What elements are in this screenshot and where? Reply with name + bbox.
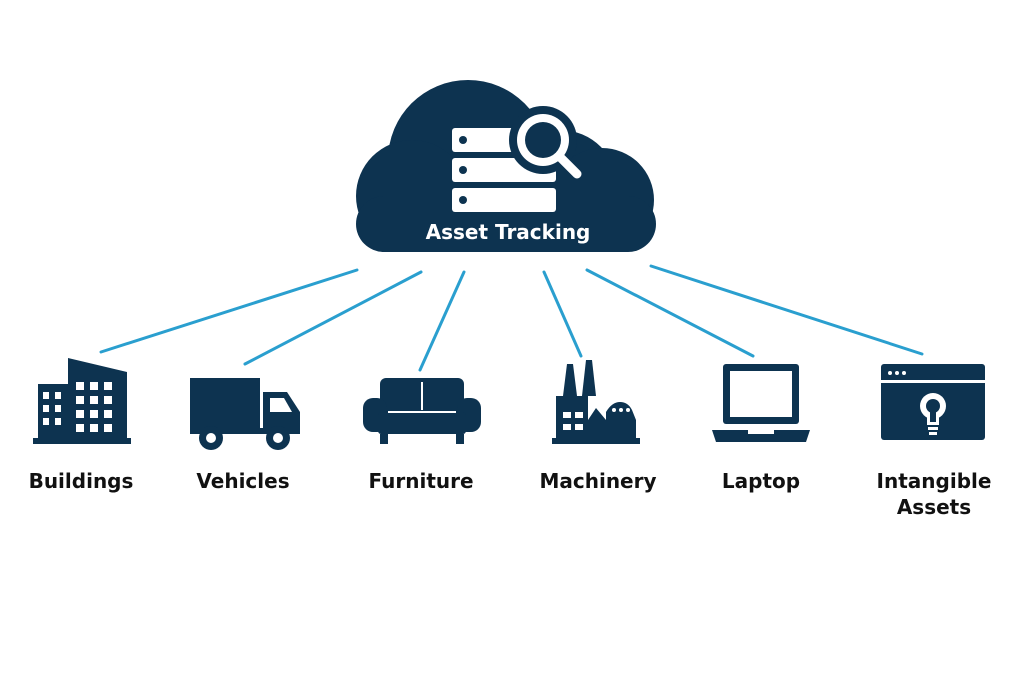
connector-machinery xyxy=(542,270,583,358)
buildings-icon xyxy=(33,358,131,444)
asset-label-intangible-line1: Intangible xyxy=(877,469,992,493)
asset-label-laptop: Laptop xyxy=(722,469,800,493)
asset-label-buildings: Buildings xyxy=(29,469,134,493)
asset-label-intangible-line2: Assets xyxy=(897,495,971,519)
truck-icon xyxy=(190,378,300,450)
hub-label: Asset Tracking xyxy=(426,220,591,244)
connector-intangible-assets xyxy=(649,264,924,356)
laptop-icon xyxy=(712,364,810,442)
sofa-icon xyxy=(363,378,481,444)
browser-lightbulb-icon xyxy=(881,364,985,440)
asset-intangible: Intangible Assets xyxy=(877,364,992,519)
asset-buildings: Buildings xyxy=(29,358,134,493)
asset-machinery: Machinery xyxy=(539,360,657,493)
factory-icon xyxy=(552,360,640,444)
lightbulb-icon xyxy=(920,393,946,435)
asset-laptop: Laptop xyxy=(712,364,810,493)
connector-furniture xyxy=(418,270,466,372)
asset-vehicles: Vehicles xyxy=(190,378,300,493)
magnifier-icon xyxy=(509,106,582,179)
connectors xyxy=(99,264,924,372)
asset-furniture: Furniture xyxy=(363,378,481,493)
asset-label-machinery: Machinery xyxy=(539,469,656,493)
cloud-hub: Asset Tracking xyxy=(356,80,656,252)
connector-vehicles xyxy=(243,270,423,366)
connector-laptop xyxy=(585,268,755,358)
connector-buildings xyxy=(99,268,359,354)
asset-label-vehicles: Vehicles xyxy=(196,469,289,493)
asset-label-furniture: Furniture xyxy=(368,469,473,493)
